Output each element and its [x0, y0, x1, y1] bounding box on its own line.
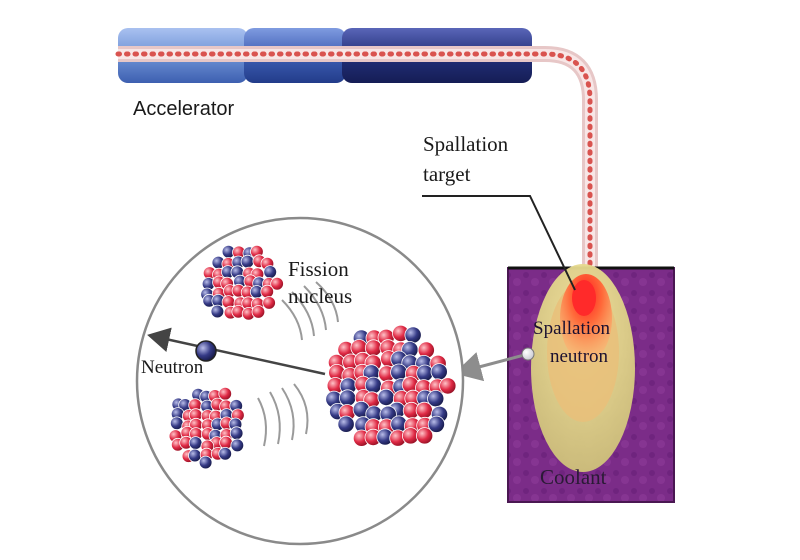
spallation-neutron-label-line2: neutron [550, 346, 609, 367]
accelerator-label: Accelerator [133, 98, 235, 120]
nucleon [377, 388, 395, 406]
fission-nucleus-label-line1: Fission [288, 257, 349, 281]
nucleon [251, 305, 266, 319]
nucleon [427, 415, 445, 433]
nucleon [270, 276, 284, 291]
nucleon [170, 416, 184, 431]
fission-nucleus-label-line2: nucleus [288, 284, 353, 308]
nucleon [218, 386, 233, 401]
nucleon [260, 284, 275, 299]
nucleon [198, 455, 213, 470]
nucleon [240, 254, 255, 269]
fission-fragment-top [200, 244, 284, 321]
free-neutron [195, 340, 217, 362]
motion-lines [257, 281, 339, 447]
spallation-neutron-label-line1: Spallation [533, 318, 611, 339]
coolant-vessel [507, 264, 675, 503]
coolant-label: Coolant [540, 465, 607, 489]
spallation-target-leader [422, 195, 576, 291]
fission-fragment-bottom [168, 386, 245, 470]
nucleon [188, 436, 203, 450]
target-nucleus [325, 324, 457, 447]
nucleon [218, 446, 233, 461]
spallation-target-label-line1: Spallation [423, 132, 509, 156]
nucleon [262, 296, 276, 310]
neutron-label: Neutron [141, 357, 204, 378]
nucleon [338, 389, 357, 407]
nucleon [263, 265, 278, 279]
nucleon [430, 363, 448, 381]
neutron-path-arrow [147, 327, 326, 376]
nucleon [210, 304, 225, 319]
spallation-neutron-arrow [454, 347, 535, 382]
nucleon [416, 364, 434, 382]
nucleon [390, 363, 408, 381]
nucleon [439, 377, 457, 395]
nucleon [337, 415, 355, 433]
nucleon [415, 427, 434, 445]
nucleon [230, 438, 245, 453]
spallation-target-label-line2: target [423, 162, 471, 186]
nucleon [415, 401, 433, 419]
nucleon [404, 326, 422, 344]
proton-beam-tube [115, 46, 598, 278]
nucleon [229, 426, 244, 441]
